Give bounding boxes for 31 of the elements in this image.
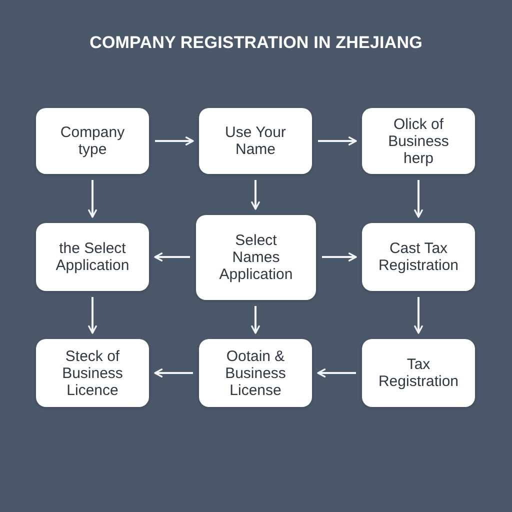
- process-box: [36, 108, 149, 174]
- arrow: [251, 180, 260, 210]
- step-label: the Select Application: [54, 240, 130, 274]
- step-label: Company type: [59, 124, 126, 158]
- arrow: [88, 297, 97, 334]
- arrow: [251, 306, 260, 334]
- process-box: [362, 108, 475, 174]
- process-box: [36, 339, 149, 407]
- arrow: [154, 368, 193, 378]
- process-box: [36, 223, 149, 291]
- arrow: [155, 136, 194, 146]
- step-label: Use Your Name: [224, 124, 287, 158]
- arrow: [414, 297, 423, 334]
- process-box: [362, 223, 475, 291]
- process-box: [199, 339, 312, 407]
- step-label: Ootain & Business License: [224, 348, 287, 398]
- step-label: Steck of Business Licence: [61, 348, 124, 398]
- step-label: Olick of Business herp: [387, 116, 450, 166]
- step-label: Select Names Application: [218, 232, 294, 283]
- title: COMPANY REGISTRATION IN ZHEJIANG: [90, 33, 422, 53]
- arrow: [88, 180, 97, 218]
- arrow: [322, 252, 357, 262]
- arrow: [318, 136, 357, 146]
- process-box: [362, 339, 475, 407]
- process-box: [196, 215, 316, 300]
- arrow: [154, 252, 190, 262]
- step-label: Tax Registration: [377, 356, 460, 390]
- process-box: [199, 108, 312, 174]
- arrow: [317, 368, 356, 378]
- arrow: [414, 180, 423, 218]
- step-label: Cast Tax Registration: [377, 240, 460, 274]
